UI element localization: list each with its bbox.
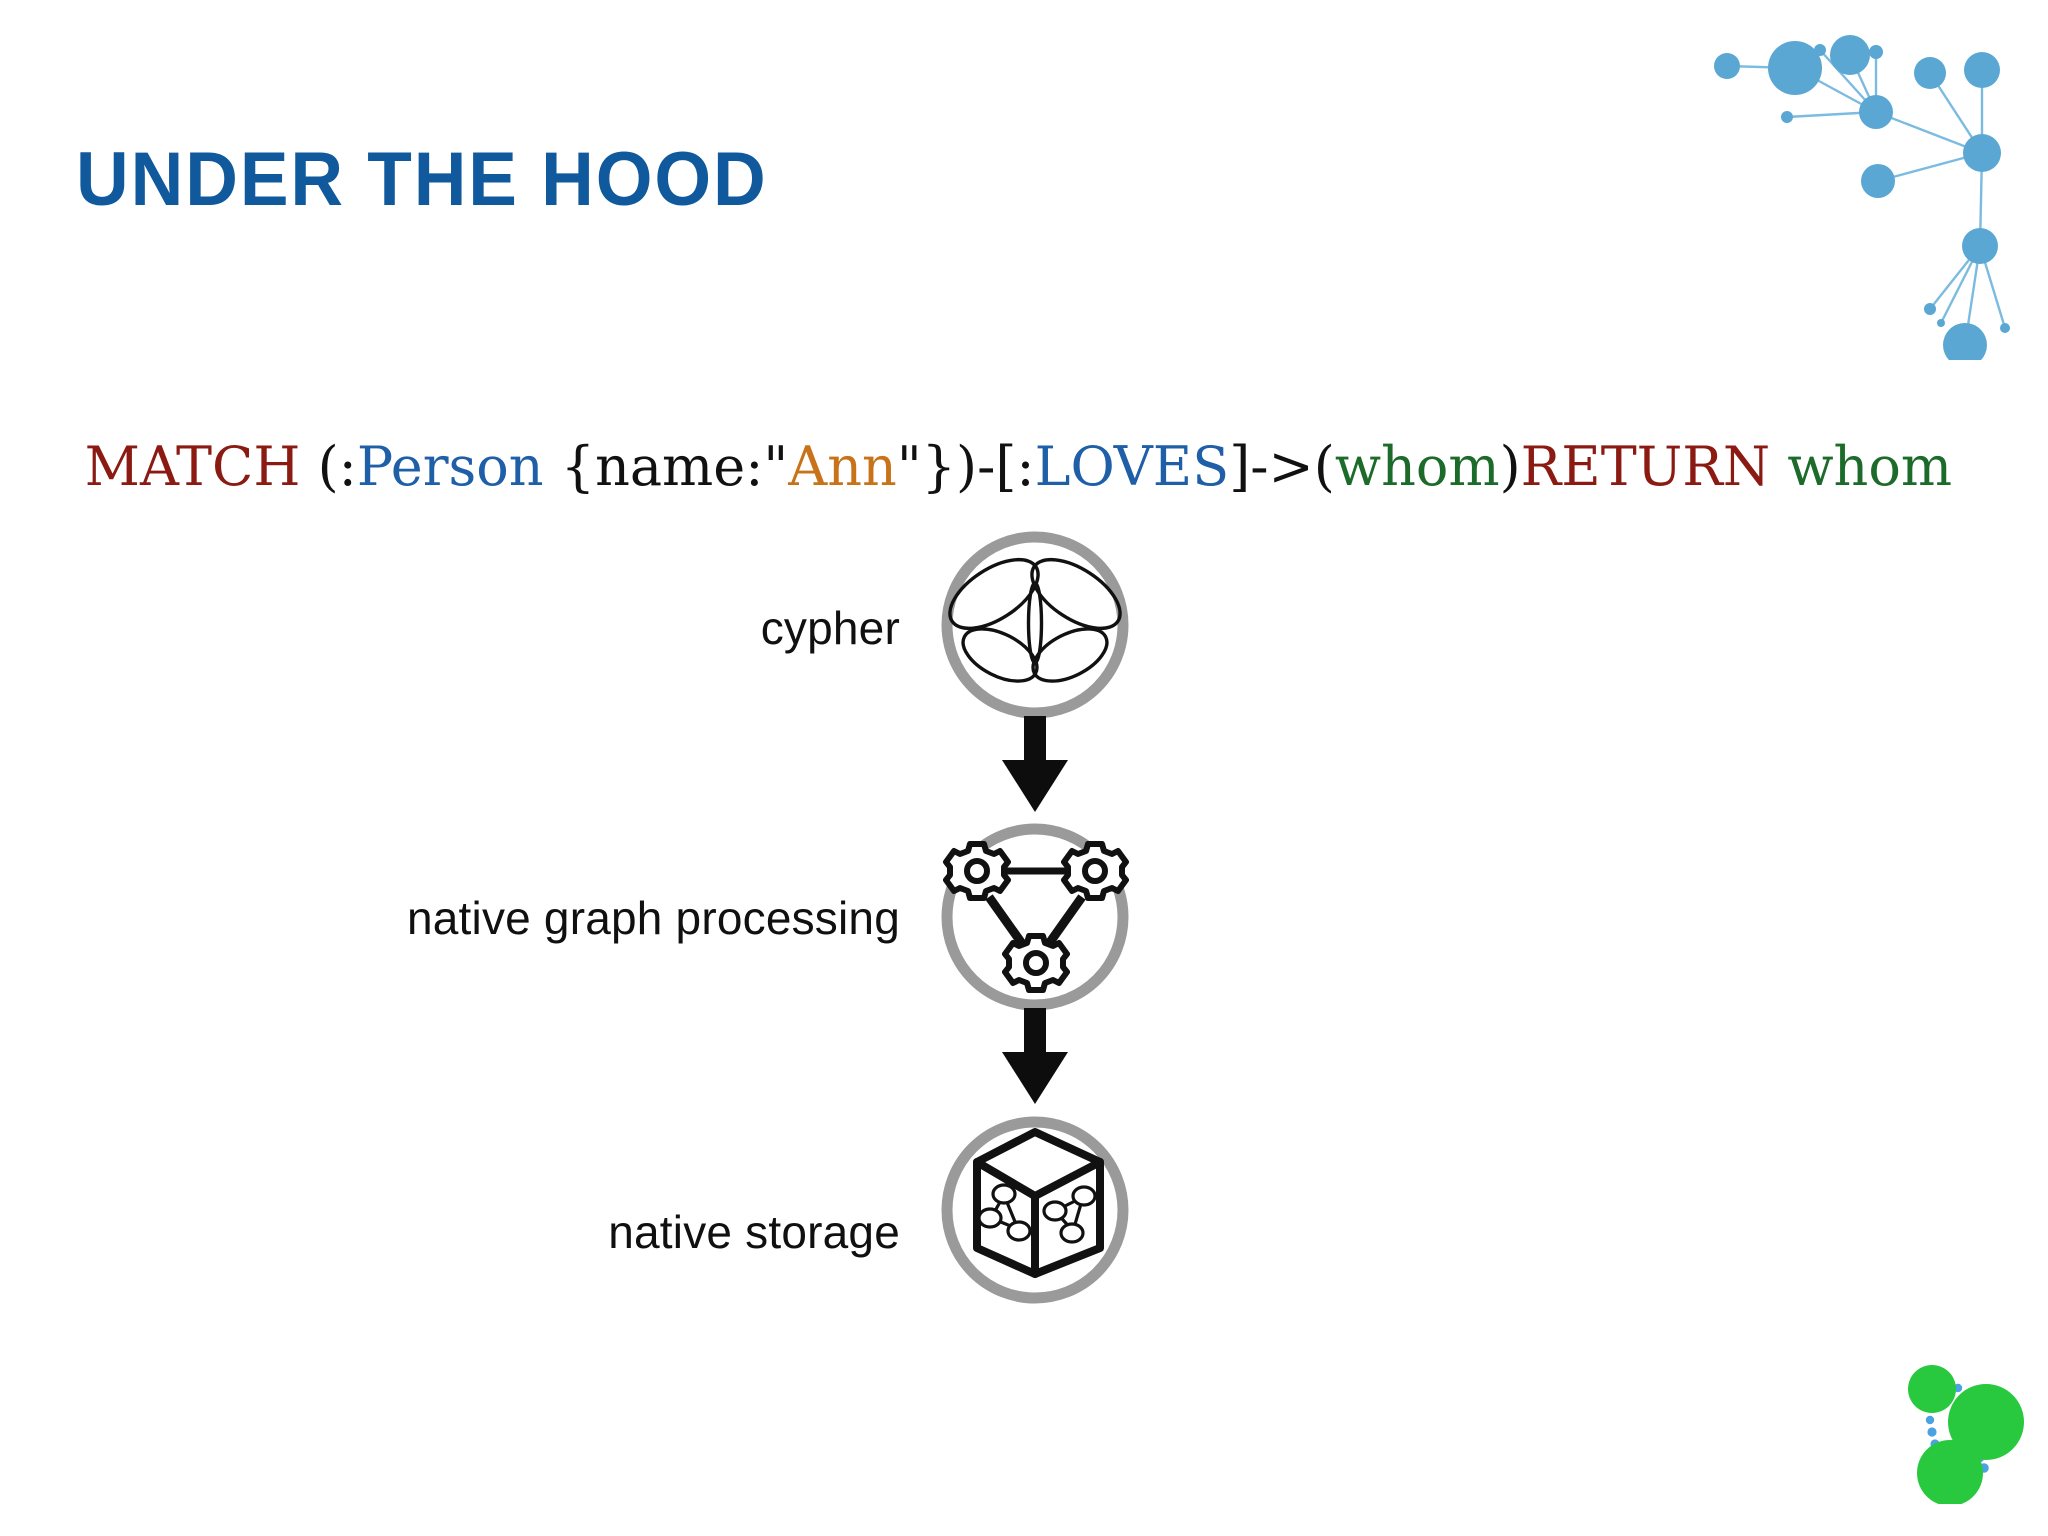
butterfly-icon: [948, 557, 1122, 683]
neo-logo-circle-bottom: [1917, 1440, 1983, 1506]
stage-ring-cypher: [941, 531, 1129, 719]
graph-logo-nodes: [1714, 35, 2010, 367]
pipeline-arrow-2: [1002, 1008, 1068, 1104]
cypher-token-return: RETURN: [1520, 435, 1771, 498]
cypher-token-ann: Ann: [788, 435, 897, 498]
cypher-token-quote-open: ": [763, 435, 789, 498]
cypher-token-open-node: (:: [300, 435, 357, 498]
stage-label-native-graph-processing: native graph processing: [406, 892, 900, 944]
cypher-token-name-key: {name:: [543, 435, 764, 498]
cypher-token-space: [1770, 435, 1787, 498]
graph-logo-edges: [1726, 49, 2007, 346]
stage-ring-native-storage: [941, 1116, 1129, 1304]
cypher-token-quote-close: ": [896, 435, 922, 498]
blue-graph-network-logo: [1680, 8, 2048, 367]
stage-cypher: [941, 531, 1129, 719]
cypher-token-loves: LOVES: [1034, 435, 1230, 498]
stage-native-storage: [941, 1116, 1129, 1304]
cypher-token-arrow: ]->(: [1229, 435, 1335, 498]
gears-icon: [943, 841, 1129, 993]
neo-logo-circles: [1908, 1365, 2024, 1506]
stage-label-native-storage: native storage: [608, 1206, 900, 1258]
cypher-query-line: MATCH (:Person {name:"Ann"})-[:LOVES]->(…: [16, 386, 1952, 548]
cypher-token-rel-open: })-[:: [921, 435, 1035, 498]
cube-graph-icon: [973, 1128, 1104, 1278]
neo-logo-circle-top-left: [1908, 1365, 1956, 1413]
cypher-token-whom-2: whom: [1787, 435, 1953, 498]
neo-logo-circle-right: [1948, 1384, 2024, 1460]
cypher-token-match: MATCH: [84, 435, 301, 498]
pipeline-arrow-1: [1002, 716, 1068, 812]
cypher-token-whom-1: whom: [1334, 435, 1500, 498]
page-title: UNDER THE HOOD: [76, 137, 768, 222]
cypher-token-person: Person: [356, 435, 544, 498]
neo4j-logo: [1892, 1362, 2024, 1506]
stage-native-graph-processing: [941, 823, 1129, 1011]
stage-label-cypher: cypher: [760, 602, 900, 654]
cypher-token-close-node: ): [1499, 435, 1521, 498]
stage-ring-native-graph-processing: [941, 823, 1129, 1011]
